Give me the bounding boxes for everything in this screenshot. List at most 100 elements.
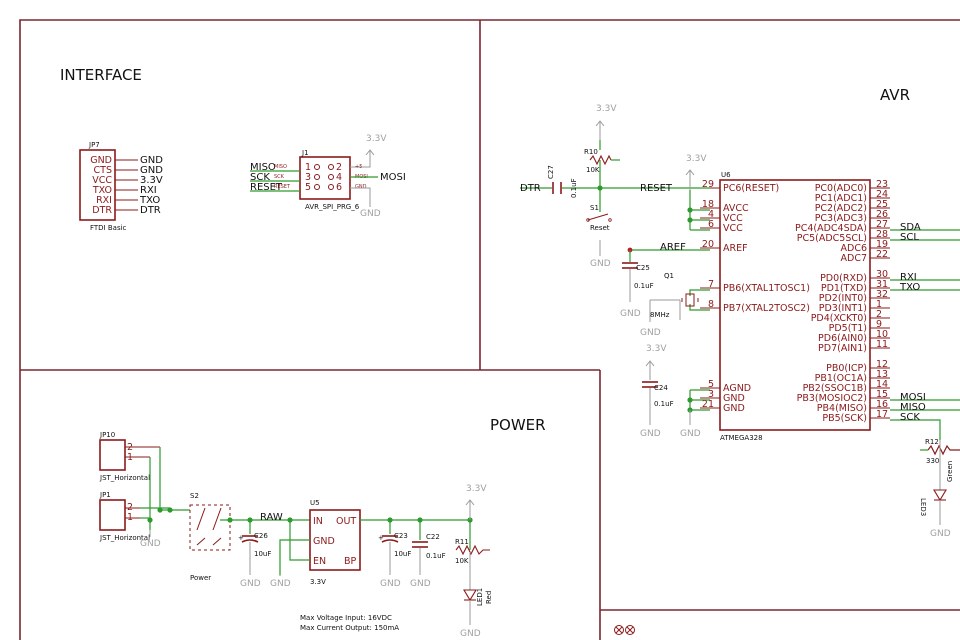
ftdi-net-label: RXI bbox=[140, 185, 157, 196]
u5-pin-gnd: GND bbox=[313, 536, 335, 547]
c25-value: 0.1uF bbox=[634, 282, 654, 290]
jp1-pin1: 1 bbox=[127, 512, 133, 523]
c23-ref: C23 bbox=[394, 532, 408, 540]
net-sda: SDA bbox=[900, 222, 921, 233]
mcu-right-label: PC4(ADC4SDA) bbox=[795, 223, 867, 234]
c23-plus: + bbox=[378, 534, 384, 542]
jp10-name: JST_Horizontal bbox=[99, 474, 150, 482]
reset-circuit: 3.3V R10 10K DTR RESET C27 0.1uF S1 Rese… bbox=[520, 104, 710, 269]
mcu-right-label: PD3(INT1) bbox=[819, 303, 867, 314]
mcu-right-num: 31 bbox=[876, 279, 888, 290]
jp10-pin2: 2 bbox=[127, 442, 133, 453]
spi-mosi-net: MOSI bbox=[380, 172, 406, 183]
u5-pin-in: IN bbox=[313, 516, 323, 527]
mcu-right-num: 9 bbox=[876, 319, 882, 330]
mcu-right-num: 15 bbox=[876, 389, 888, 400]
mcu-left-label: VCC bbox=[723, 213, 743, 224]
mcu-left-num: 18 bbox=[702, 199, 714, 210]
ftdi-net-label: TXO bbox=[139, 195, 160, 206]
mcu-right-label: PD5(T1) bbox=[829, 323, 867, 334]
r10-value: 10K bbox=[586, 166, 600, 174]
mcu-right-num: 11 bbox=[876, 339, 888, 350]
spi-right-num: 2 bbox=[336, 162, 342, 173]
mcu-right-num: 19 bbox=[876, 239, 888, 250]
spi-right-pad bbox=[328, 164, 334, 170]
spi-ref: J1 bbox=[301, 149, 309, 157]
ftdi-pin-label: DTR bbox=[92, 205, 112, 216]
mcu-ref: U6 bbox=[721, 171, 731, 179]
led3-gnd: GND bbox=[930, 529, 951, 539]
mcu-right-label: PC0(ADC0) bbox=[815, 183, 867, 194]
q1-ref: Q1 bbox=[664, 272, 674, 280]
mcu-right-label: PD0(RXD) bbox=[820, 273, 867, 284]
spi-right-pad bbox=[328, 174, 334, 180]
mcu-name: ATMEGA328 bbox=[720, 434, 763, 442]
mcu-left-label: AVCC bbox=[723, 203, 749, 214]
spi-left-num: 3 bbox=[305, 172, 311, 183]
mcu-right-num: 28 bbox=[876, 229, 888, 240]
s2-name: Power bbox=[190, 574, 211, 582]
mcu-right-label: PC2(ADC2) bbox=[815, 203, 867, 214]
c26-value: 10uF bbox=[254, 550, 271, 558]
mcu-right-num: 25 bbox=[876, 199, 888, 210]
mcu-right-label: PB1(OC1A) bbox=[815, 373, 867, 384]
spi-3v3-label: 3.3V bbox=[366, 134, 387, 144]
s2-ref: S2 bbox=[190, 492, 199, 500]
mcu-right-num: 32 bbox=[876, 289, 888, 300]
mcu-left-num: 29 bbox=[702, 179, 714, 190]
c24-ref: C24 bbox=[654, 384, 668, 392]
led1-ref: LED1 bbox=[476, 588, 484, 606]
spi-left-small: RESET bbox=[274, 184, 291, 190]
net-txo: TXO bbox=[899, 282, 920, 293]
u5-gnd: GND bbox=[270, 579, 291, 589]
ftdi-net-label: DTR bbox=[140, 205, 161, 216]
net-scl: SCL bbox=[900, 232, 919, 243]
c22-ref: C22 bbox=[426, 533, 440, 541]
jp1-name: JST_Horizontal bbox=[99, 534, 150, 542]
mcu-supply: 3.3V AREF C25 0.1uF GND Q1 8MHz GND 3.3V bbox=[620, 154, 710, 439]
u5-ref: U5 bbox=[310, 499, 320, 507]
mcu-right-label: PC3(ADC3) bbox=[815, 213, 867, 224]
mcu-right-label: PD2(INT0) bbox=[819, 293, 867, 304]
led3-ref: LED3 bbox=[919, 498, 927, 516]
spi-right-num: 6 bbox=[336, 182, 342, 193]
spi-right-small: GND bbox=[355, 184, 367, 190]
mcu-left-label: AREF bbox=[723, 243, 748, 254]
ftdi-net-label: GND bbox=[140, 165, 163, 176]
mcu-right-nets: SDA SCL RXI TXO MOSI MISO SCK bbox=[890, 222, 960, 440]
spi-left-net: MISO bbox=[250, 162, 276, 173]
mcu-right-num: 30 bbox=[876, 269, 888, 280]
mcu-right-label: PB5(SCK) bbox=[822, 413, 867, 424]
mcu-left-label: PB7(XTAL2TOSC2) bbox=[723, 303, 810, 314]
spi-left-pad bbox=[314, 164, 320, 170]
jp-gnd: GND bbox=[140, 539, 161, 549]
ftdi-pin-label: TXO bbox=[92, 185, 112, 196]
mcu-right-label: PB2(SSOC1B) bbox=[803, 383, 867, 394]
r11-value: 10K bbox=[455, 557, 469, 565]
s1-name: Reset bbox=[590, 224, 610, 232]
c26-plus: + bbox=[238, 534, 244, 542]
q1-value: 8MHz bbox=[650, 311, 670, 319]
spi-left-net: RESET bbox=[250, 182, 283, 193]
power-section: JP10 2 1 JST_Horizontal JP1 2 1 JST_Hori… bbox=[99, 431, 493, 639]
c25-gnd: GND bbox=[620, 309, 641, 319]
led3-color: Green bbox=[946, 461, 954, 482]
spi-left-small: SCK bbox=[274, 174, 285, 180]
net-dtr: DTR bbox=[520, 183, 541, 194]
s1-ref: S1 bbox=[590, 204, 599, 212]
r12-ref: R12 bbox=[925, 438, 939, 446]
mcu-left-num: 8 bbox=[708, 299, 714, 310]
frame-logo-icon bbox=[614, 625, 635, 635]
mcu-right-label: PB4(MISO) bbox=[817, 403, 867, 414]
mcu-right-num: 24 bbox=[876, 189, 888, 200]
mcu-right-num: 12 bbox=[876, 359, 888, 370]
mcu-right-num: 10 bbox=[876, 329, 888, 340]
ftdi-name: FTDI Basic bbox=[90, 224, 127, 232]
spi-left-small: MISO bbox=[274, 164, 287, 170]
net-rxi: RXI bbox=[900, 272, 917, 283]
ftdi-pin-label: GND bbox=[90, 155, 112, 166]
mcu-left-label: AGND bbox=[723, 383, 751, 394]
spi-name: AVR_SPI_PRG_6 bbox=[305, 203, 360, 211]
mcu-right-num: 26 bbox=[876, 209, 888, 220]
c24-3v3: 3.3V bbox=[646, 344, 667, 354]
